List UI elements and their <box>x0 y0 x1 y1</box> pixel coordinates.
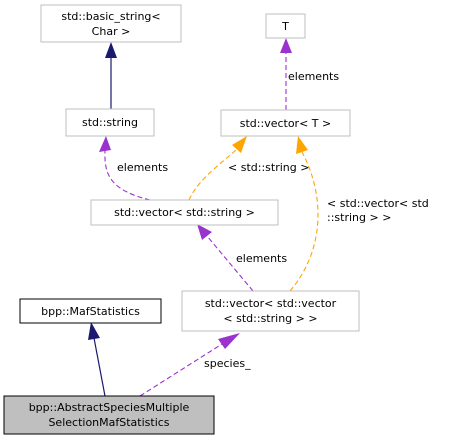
edge-label-template-vector-string-1: < std::vector< std <box>327 197 429 210</box>
node-label: < std::string > > <box>223 312 317 325</box>
edge-label-elements-string: elements <box>117 161 168 174</box>
node-std-basic-string[interactable]: std::basic_string< Char > <box>40 4 182 43</box>
node-label: std::basic_string< <box>61 10 160 23</box>
edge-label-template-string: < std::string > <box>228 161 309 174</box>
node-label: Char > <box>92 25 131 38</box>
node-std-vector-vector-string[interactable]: std::vector< std::vector < std::string >… <box>181 290 360 332</box>
node-label: std::vector< std::vector <box>205 297 337 310</box>
node-std-vector-string[interactable]: std::vector< std::string > <box>90 199 279 226</box>
edge-abstract-to-maf-statistics <box>88 322 106 397</box>
node-bpp-maf-statistics[interactable]: bpp::MafStatistics <box>19 298 162 324</box>
node-std-string[interactable]: std::string <box>65 108 155 137</box>
edge-label-template-vector-string-2: ::string > > <box>327 211 391 224</box>
node-label: std::string <box>82 116 138 129</box>
node-label: std::vector< T > <box>240 117 331 130</box>
edge-string-to-basic-string <box>105 42 117 109</box>
edge-label-species: species_ <box>204 357 251 370</box>
node-bpp-abstract-species-multiple-selection-maf-statistics[interactable]: bpp::AbstractSpeciesMultiple SelectionMa… <box>3 395 215 435</box>
edge-vector-vector-to-vector-t <box>289 136 319 292</box>
node-std-vector-t[interactable]: std::vector< T > <box>220 109 351 137</box>
node-label: bpp::AbstractSpeciesMultiple <box>29 401 190 414</box>
node-t[interactable]: T <box>265 13 306 39</box>
node-label: bpp::MafStatistics <box>41 305 140 318</box>
edge-abstract-to-vector-vector <box>139 333 240 397</box>
node-label: SelectionMafStatistics <box>48 416 169 429</box>
edge-vector-t-to-t <box>280 38 292 110</box>
edge-vector-string-to-vector-t <box>188 136 247 201</box>
edge-vector-vector-to-vector-string <box>197 224 254 292</box>
edge-label-elements-vector-string: elements <box>236 252 287 265</box>
node-label: T <box>281 20 289 33</box>
edge-label-elements-t: elements <box>288 70 339 83</box>
node-label: std::vector< std::string > <box>114 206 255 219</box>
edge-vector-string-to-string <box>99 136 151 201</box>
